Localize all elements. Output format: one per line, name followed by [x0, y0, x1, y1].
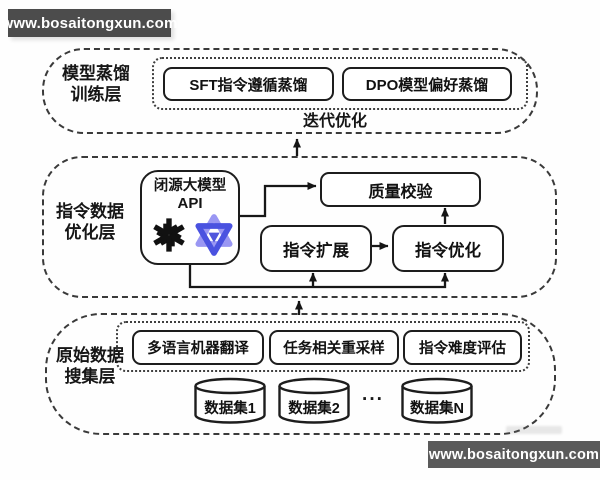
multilingual-translation-box: 多语言机器翻译 — [132, 330, 264, 365]
difficulty-evaluation-box: 指令难度评估 — [403, 330, 522, 365]
collection-layer-label: 原始数据 搜集层 — [43, 345, 137, 387]
dataset-2-label: 数据集2 — [288, 401, 340, 417]
optimization-layer-label: 指令数据 优化层 — [43, 201, 137, 243]
api-box-subtitle: API — [177, 195, 203, 212]
task-resampling-box: 任务相关重采样 — [269, 330, 399, 365]
layer-model-distillation-training — [42, 48, 538, 134]
closed-source-llm-api-box: 闭源大模型 API — [140, 170, 240, 265]
dataset-1-label: 数据集1 — [204, 401, 256, 417]
tongyi-qianwen-logo-icon — [194, 214, 233, 261]
collection-inner-group — [116, 321, 530, 372]
dataset-2-cylinder: 数据集2 — [277, 377, 351, 425]
instruction-optimization-box: 指令优化 — [392, 225, 504, 272]
optimization-layer-label-line2: 优化层 — [64, 223, 116, 242]
collection-layer-label-line1: 原始数据 — [56, 346, 124, 365]
optimization-layer-label-line1: 指令数据 — [56, 202, 124, 221]
training-inner-group — [152, 57, 528, 110]
quality-check-box: 质量校验 — [320, 172, 481, 207]
layer-raw-data-collection — [45, 313, 556, 435]
dataset-n-cylinder: 数据集N — [400, 377, 474, 425]
sft-distillation-box: SFT指令遵循蒸馏 — [163, 67, 334, 101]
api-logos-row — [148, 214, 233, 261]
watermark-bar-top-left: www.bosaitongxun.com — [2, 9, 177, 37]
dataset-n-label: 数据集N — [410, 401, 464, 417]
faint-watermark — [506, 426, 562, 434]
watermark-bar-bottom-right: www.bosaitongxun.com — [428, 441, 600, 468]
dpo-distillation-box: DPO模型偏好蒸馏 — [342, 67, 512, 101]
api-box-title: 闭源大模型 — [153, 178, 227, 194]
training-layer-label: 模型蒸馏 训练层 — [49, 63, 143, 105]
dataset-1-cylinder: 数据集1 — [193, 377, 267, 425]
training-layer-label-line1: 模型蒸馏 — [62, 64, 130, 83]
collection-layer-label-line2: 搜集层 — [64, 367, 116, 386]
datasets-ellipsis: ··· — [362, 389, 384, 410]
iterative-optimization-label: 迭代优化 — [303, 113, 368, 130]
instruction-expansion-box: 指令扩展 — [260, 225, 372, 272]
openai-logo-icon — [148, 214, 190, 261]
layer-instruction-data-optimization — [42, 156, 557, 298]
training-layer-label-line2: 训练层 — [70, 85, 122, 104]
